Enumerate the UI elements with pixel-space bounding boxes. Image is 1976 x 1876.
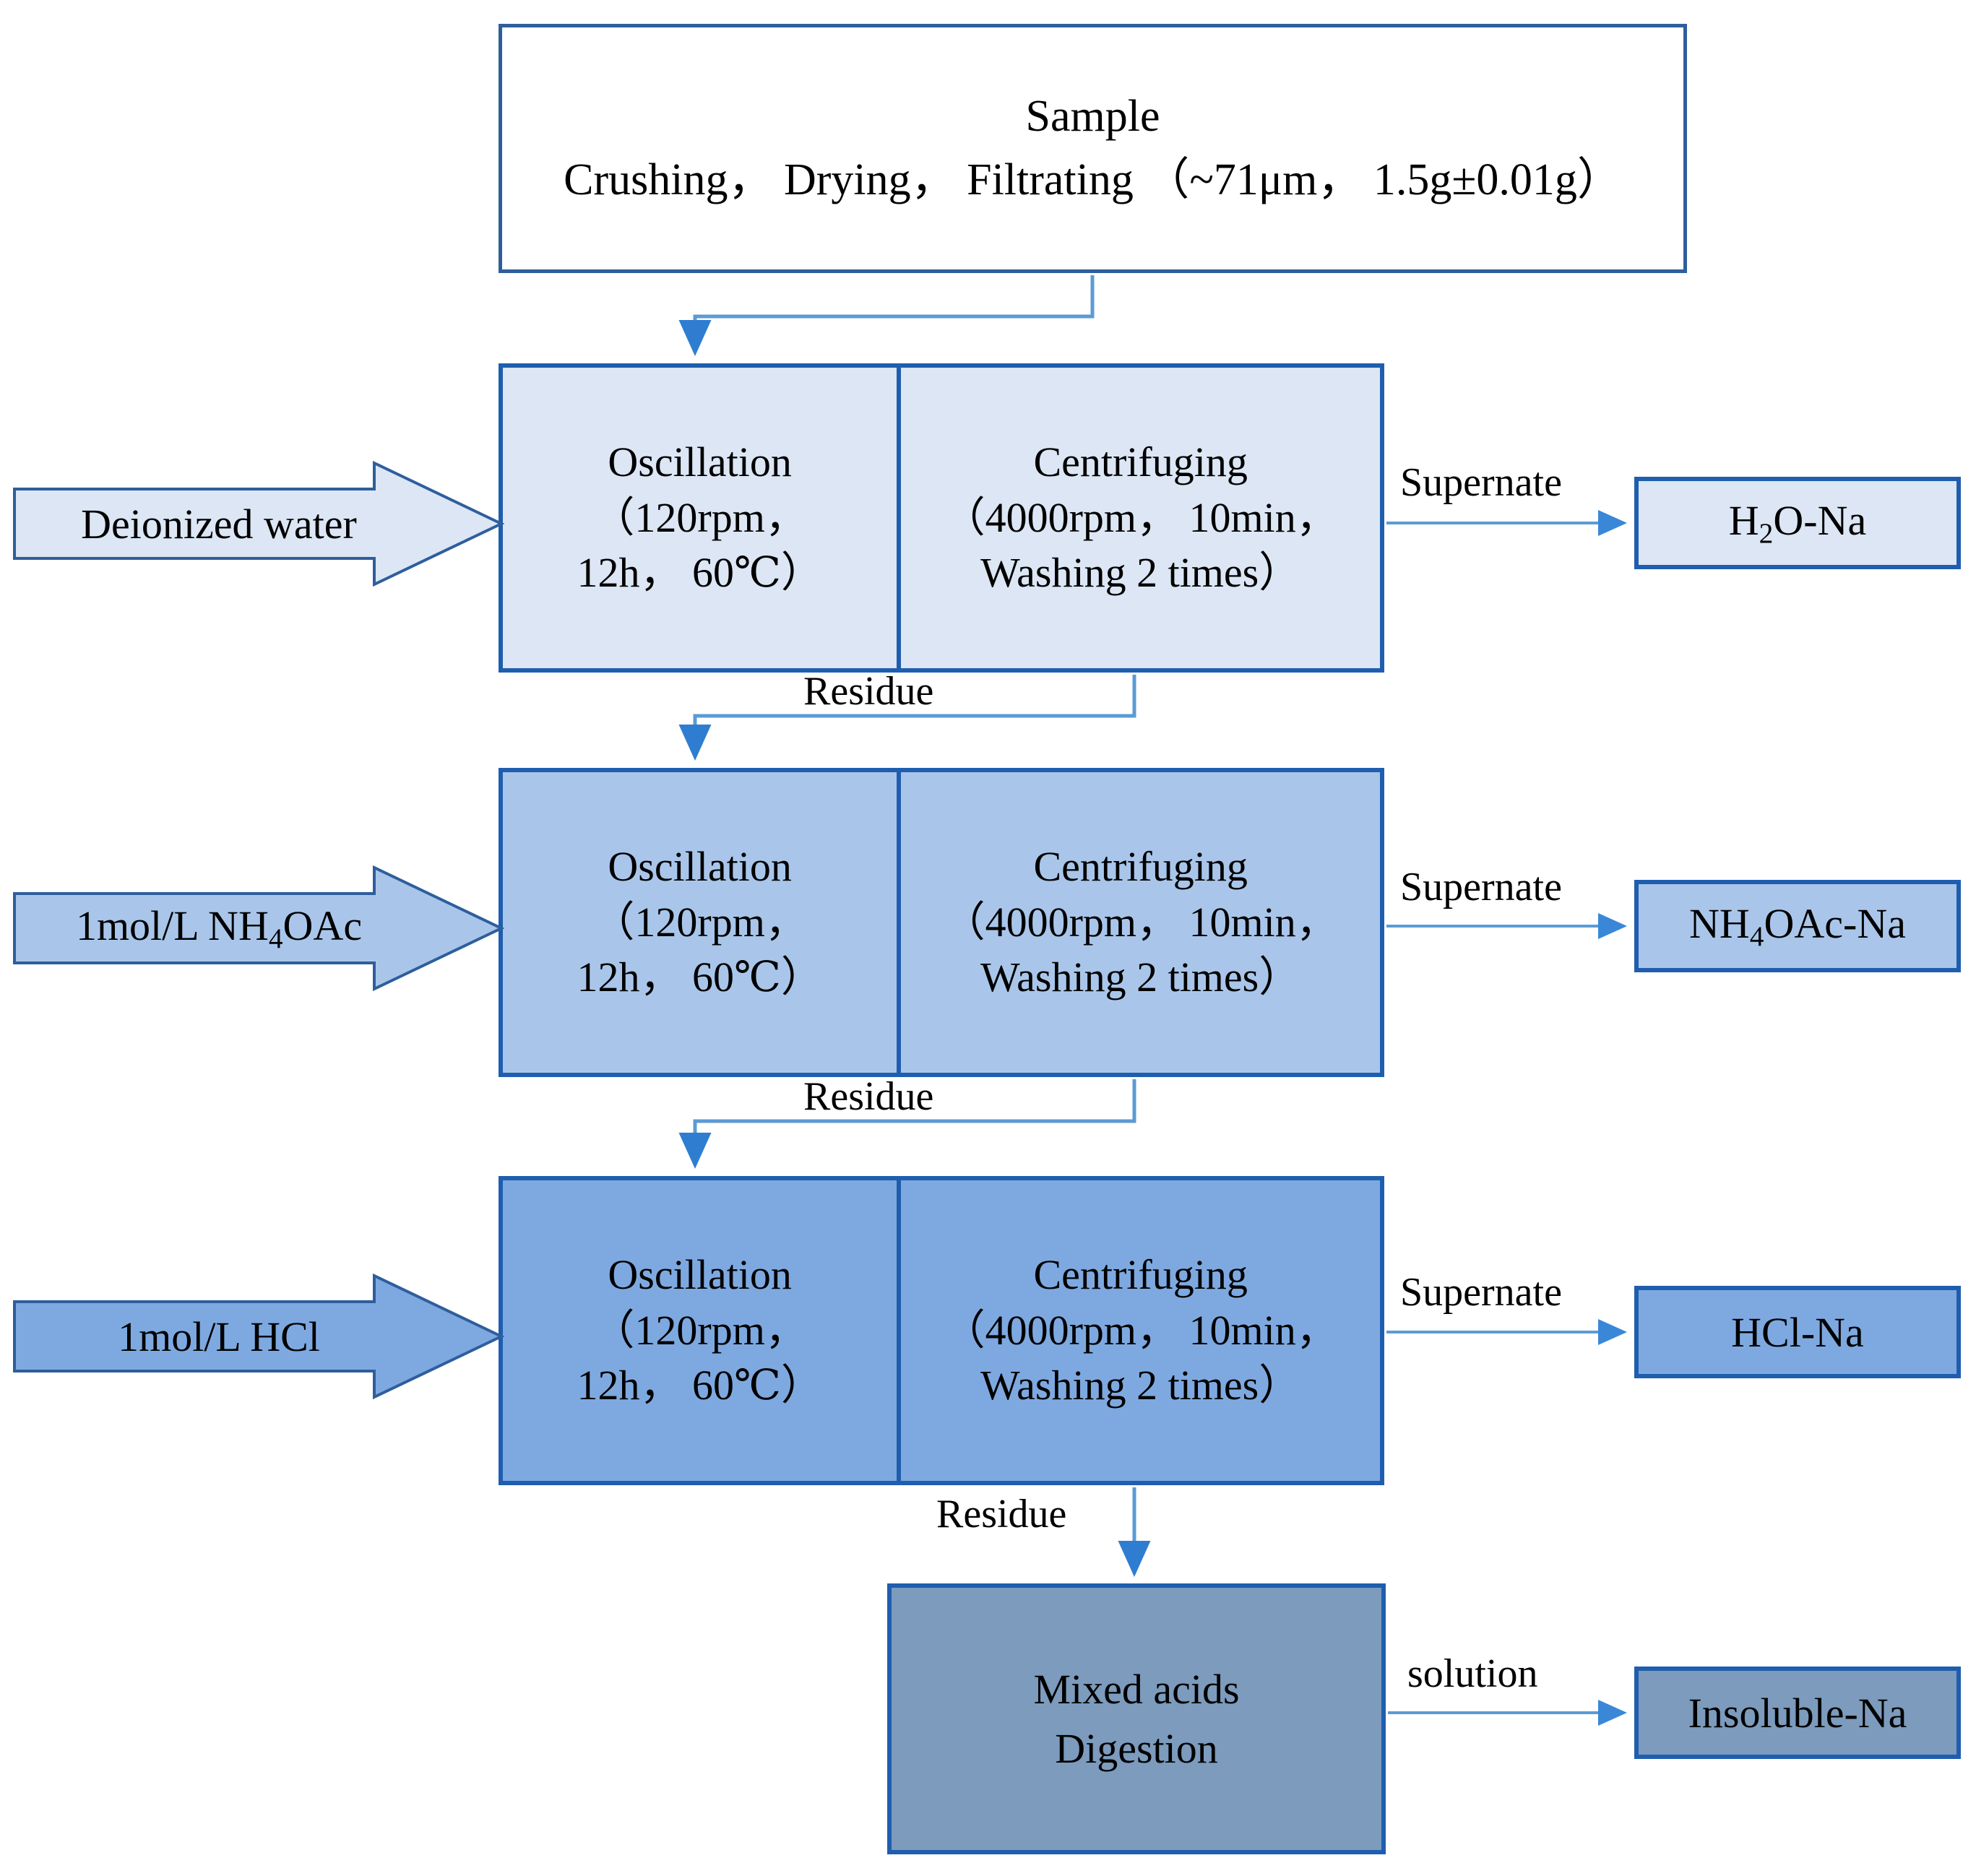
centrifuging-cell-1: Centrifuging （4000rpm， 10min， Washing 2 … (897, 368, 1380, 668)
edge-label-supernate-2: Supernate (1400, 865, 1562, 909)
oscillation-params-a-1: （120rpm， (592, 493, 807, 541)
digestion-line-2: Digestion (1055, 1724, 1218, 1772)
output-label-2-post: OAc-Na (1764, 899, 1906, 947)
oscillation-cell-3: Oscillation （120rpm， 12h， 60℃） (503, 1180, 897, 1481)
output-label-3: HCl-Na (1731, 1308, 1864, 1356)
oscillation-params-a-2: （120rpm， (592, 898, 807, 946)
oscillation-params-b-3: 12h， 60℃） (577, 1362, 823, 1409)
oscillation-title-3: Oscillation (608, 1251, 792, 1299)
reagent-label-2-pre: 1mol/L NH (75, 902, 269, 949)
process-row-nh4oac: Oscillation （120rpm， 12h， 60℃） Centrifug… (499, 768, 1384, 1077)
oscillation-cell-2: Oscillation （120rpm， 12h， 60℃） (503, 772, 897, 1073)
edge-label-supernate-3: Supernate (1400, 1270, 1562, 1315)
sample-title: Sample (1025, 92, 1160, 141)
centrifuging-params-b-2: Washing 2 times） (980, 954, 1301, 1001)
centrifuging-params-b-1: Washing 2 times） (980, 549, 1301, 597)
reagent-arrow-hcl: 1mol/L HCl (13, 1273, 504, 1400)
block-arrow-shape-1 (13, 460, 504, 587)
centrifuging-title-2: Centrifuging (1033, 843, 1248, 891)
process-row-water: Oscillation （120rpm， 12h， 60℃） Centrifug… (499, 363, 1384, 673)
centrifuging-params-a-3: （4000rpm， 10min， (943, 1306, 1338, 1354)
reagent-arrow-nh4oac: 1mol/L NH4OAc (13, 865, 504, 992)
centrifuging-params-a-2: （4000rpm， 10min， (943, 898, 1338, 946)
centrifuging-title-3: Centrifuging (1033, 1251, 1248, 1299)
block-arrow-shape-3 (13, 1273, 504, 1400)
output-label-1: H2O-Na (1729, 496, 1866, 550)
sample-preparation-text: Crushing， Drying， Filtrating （~71μm， 1.5… (564, 155, 1622, 204)
oscillation-title-1: Oscillation (608, 438, 792, 486)
connector-sample-to-row1 (678, 275, 1095, 356)
oscillation-cell-1: Oscillation （120rpm， 12h， 60℃） (503, 368, 897, 668)
centrifuging-params-a-1: （4000rpm， 10min， (943, 493, 1338, 541)
reagent-label-2-post: OAc (282, 902, 363, 949)
output-label-1-pre: H (1728, 496, 1759, 544)
centrifuging-cell-2: Centrifuging （4000rpm， 10min， Washing 2 … (897, 772, 1380, 1073)
oscillation-params-b-2: 12h， 60℃） (577, 954, 823, 1001)
process-row-hcl: Oscillation （120rpm， 12h， 60℃） Centrifug… (499, 1176, 1384, 1485)
output-label-2-sub: 4 (1749, 920, 1764, 953)
output-box-hcl-na: HCl-Na (1634, 1286, 1961, 1378)
output-label-4: Insoluble-Na (1688, 1689, 1907, 1737)
oscillation-params-b-1: 12h， 60℃） (577, 549, 823, 597)
digestion-line-1: Mixed acids (1033, 1666, 1240, 1713)
oscillation-title-2: Oscillation (608, 843, 792, 891)
block-arrow-shape-2 (13, 865, 504, 992)
reagent-arrow-deionized-water: Deionized water (13, 460, 504, 587)
output-box-insoluble-na: Insoluble-Na (1634, 1667, 1961, 1759)
mixed-acids-digestion-box: Mixed acids Digestion (887, 1583, 1386, 1854)
output-label-1-sub: 2 (1759, 517, 1774, 550)
reagent-label-3: 1mol/L HCl (118, 1313, 320, 1360)
centrifuging-cell-3: Centrifuging （4000rpm， 10min， Washing 2 … (897, 1180, 1380, 1481)
reagent-label-2: 1mol/L NH4OAc (76, 902, 362, 955)
edge-label-residue-3: Residue (936, 1492, 1067, 1536)
output-box-h2o-na: H2O-Na (1634, 477, 1961, 569)
output-label-1-post: O-Na (1773, 496, 1867, 544)
centrifuging-title-1: Centrifuging (1033, 438, 1248, 486)
oscillation-params-a-3: （120rpm， (592, 1306, 807, 1354)
output-box-nh4oac-na: NH4OAc-Na (1634, 880, 1961, 972)
edge-label-solution: solution (1407, 1651, 1538, 1696)
output-label-2: NH4OAc-Na (1689, 899, 1906, 953)
edge-label-supernate-1: Supernate (1400, 460, 1562, 505)
sample-box: Sample Crushing， Drying， Filtrating （~71… (499, 24, 1687, 273)
output-label-2-pre: NH (1689, 899, 1750, 947)
centrifuging-params-b-3: Washing 2 times） (980, 1362, 1301, 1409)
edge-label-residue-1: Residue (803, 669, 934, 714)
reagent-label-1: Deionized water (81, 500, 357, 548)
edge-label-residue-2: Residue (803, 1074, 934, 1119)
reagent-label-2-sub: 4 (268, 922, 283, 955)
